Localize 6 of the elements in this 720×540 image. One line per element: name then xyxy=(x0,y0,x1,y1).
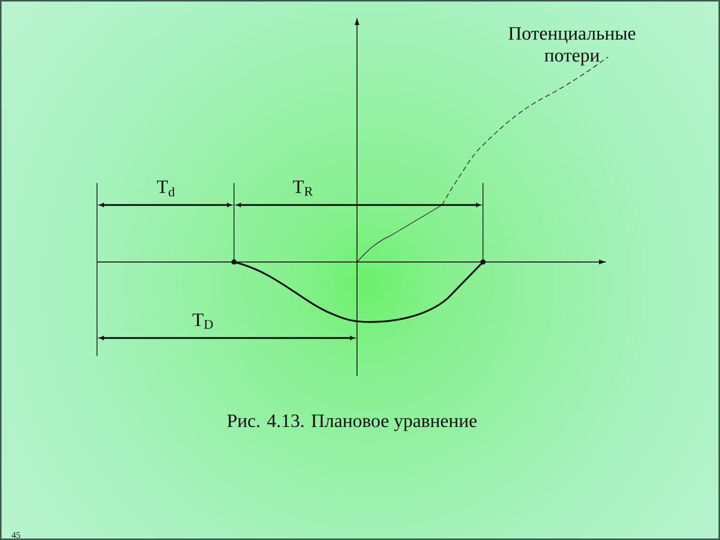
dimension-label: T$_{D}$ xyxy=(192,314,213,329)
curve-label: Потенциальные потери xyxy=(508,27,636,66)
figure-caption: Рис. 4.13. Плановое уравнение xyxy=(227,414,477,432)
page-number: 45 xyxy=(12,532,20,538)
dimension-label: T$_{d}$ xyxy=(157,180,175,196)
dimension-label: T$_{R}$ xyxy=(292,180,313,196)
